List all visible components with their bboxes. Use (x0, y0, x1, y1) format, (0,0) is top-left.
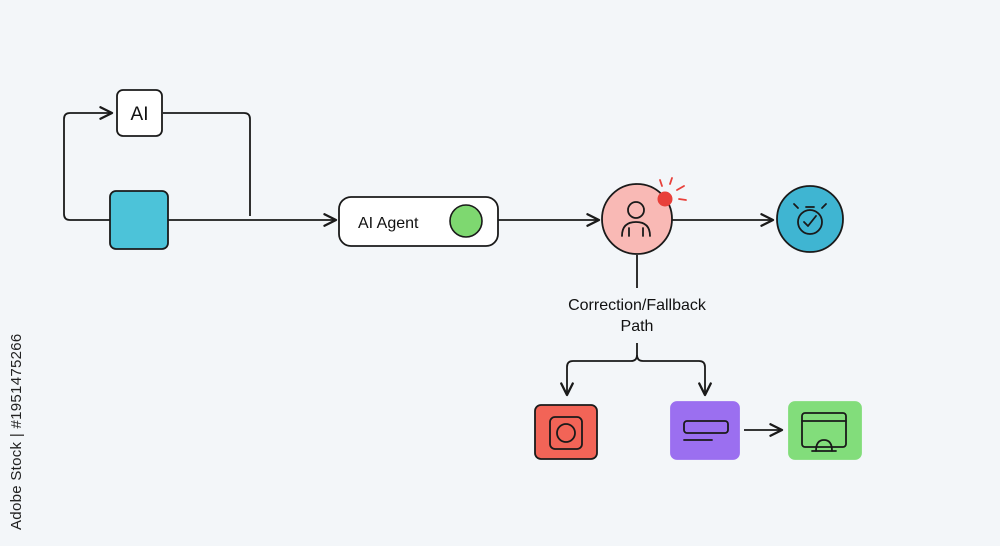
ai-agent-label: AI Agent (358, 215, 419, 232)
queue-node (670, 401, 740, 460)
branch-fork-right (636, 354, 712, 397)
branch-fork (560, 343, 638, 397)
loop-edge-to-ai (63, 106, 114, 221)
stop-icon (549, 416, 583, 450)
branch-label-line2: Path (621, 318, 654, 335)
ai-node: AI (116, 89, 163, 137)
stop-node (534, 404, 598, 460)
checked-timer-icon (793, 203, 827, 235)
user-node (601, 177, 687, 255)
input-square-node (109, 190, 169, 250)
text-lines-icon (683, 420, 729, 441)
person-icon (621, 201, 651, 237)
monitor-icon (801, 412, 847, 452)
ai-node-label: AI (131, 104, 149, 125)
alert-icon (657, 177, 687, 207)
green-status-dot (449, 204, 483, 238)
ai-agent-node: AI Agent (338, 196, 499, 247)
loop-edge-from-ai (163, 112, 251, 216)
branch-label-line1: Correction/Fallback (568, 297, 707, 314)
monitor-node (788, 401, 862, 460)
done-node (776, 185, 844, 253)
side-caption: Adobe Stock | #1951475266 (8, 333, 25, 530)
